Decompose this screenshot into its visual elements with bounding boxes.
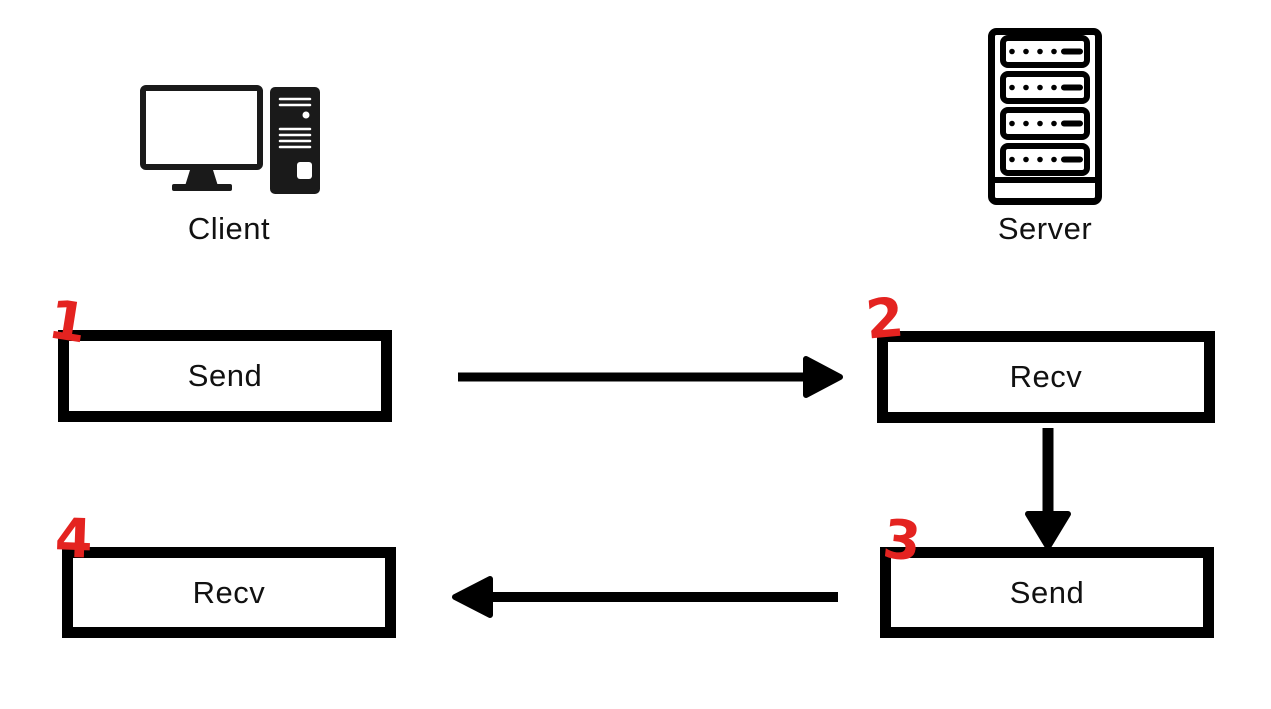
arrow-left-icon: [452, 576, 838, 618]
step-number-4: 4: [53, 506, 94, 571]
step-number-1: 1: [44, 287, 92, 356]
step-label-send-1: Send: [187, 358, 263, 393]
step-label-send-3: Send: [1009, 574, 1085, 610]
arrow-down-icon: [1025, 428, 1071, 550]
server-actor: Server: [988, 28, 1102, 248]
step-label-recv-2: Recv: [1009, 359, 1083, 394]
step-label-recv-4: Recv: [192, 574, 266, 610]
step-number-3: 3: [879, 507, 924, 574]
desktop-computer-icon: [140, 85, 320, 194]
client-label: Client: [187, 211, 271, 246]
server-label: Server: [997, 211, 1093, 246]
arrow-right-icon: [458, 356, 843, 398]
client-actor: Client: [134, 85, 324, 246]
step-box-3-send: 3 Send: [880, 507, 1214, 638]
step-box-4-recv: 4 Recv: [54, 506, 396, 638]
step-box-1-send: 1 Send: [44, 287, 392, 422]
step-box-2-recv: 2 Recv: [863, 285, 1215, 423]
server-rack-icon: [988, 28, 1102, 205]
step-number-2: 2: [863, 285, 907, 352]
